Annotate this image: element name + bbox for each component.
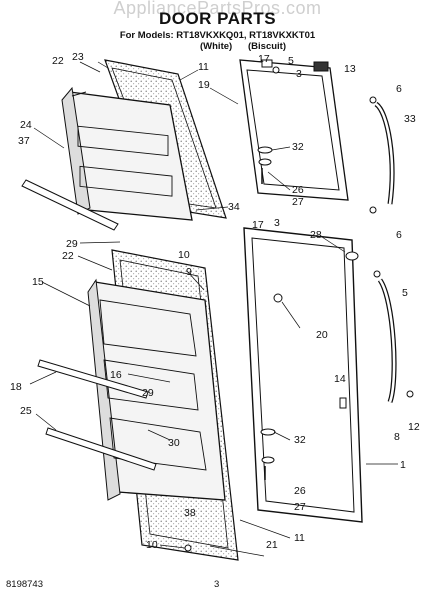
- callout-5a: 5: [288, 55, 294, 67]
- callout-11a: 11: [198, 61, 209, 73]
- callout-16: 16: [110, 369, 122, 381]
- models-line: For Models: RT18VKXKQ01, RT18VKXKT01: [119, 30, 316, 41]
- callout-labels: 22 23 11 17 5 3 13 19 6 24 37 32 33 26 2…: [10, 51, 420, 557]
- lower-hinge-parts: [184, 251, 359, 552]
- callout-29b: 29: [142, 387, 154, 399]
- callout-26a: 26: [292, 184, 304, 196]
- callout-27b: 27: [294, 501, 306, 513]
- callout-23: 23: [72, 51, 84, 63]
- callout-3a: 3: [296, 68, 302, 80]
- callout-12: 12: [408, 421, 420, 433]
- callout-32b: 32: [294, 434, 306, 446]
- callout-9: 9: [186, 266, 192, 278]
- callout-26b: 26: [294, 485, 306, 497]
- lower-door-panel: [243, 227, 363, 523]
- upper-door-liner: [61, 86, 193, 221]
- callout-6a: 6: [396, 83, 402, 95]
- upper-door-rail: [21, 179, 119, 231]
- callout-1: 1: [400, 459, 406, 471]
- callout-33: 33: [404, 113, 416, 125]
- callout-18: 18: [10, 381, 22, 393]
- variant-biscuit: (Biscuit): [248, 41, 286, 52]
- callout-22b: 22: [62, 250, 74, 262]
- callout-21: 21: [266, 539, 278, 551]
- callout-38: 38: [184, 507, 196, 519]
- callout-3b: 3: [274, 217, 280, 229]
- callout-29a: 29: [66, 238, 78, 250]
- callout-15: 15: [32, 276, 44, 288]
- callout-8: 8: [394, 431, 400, 443]
- watermark-text: AppliancePartsPros.com: [113, 0, 322, 18]
- callout-22a: 22: [52, 55, 64, 67]
- callout-13: 13: [344, 63, 356, 75]
- callout-34: 34: [228, 201, 240, 213]
- upper-handle: [369, 96, 395, 214]
- callout-19: 19: [198, 79, 210, 91]
- callout-17b: 17: [252, 219, 264, 231]
- callout-32a: 32: [292, 141, 304, 153]
- callout-27a: 27: [292, 196, 304, 208]
- callout-28: 28: [310, 229, 322, 241]
- lower-door-liner: [87, 278, 226, 501]
- callout-25: 25: [20, 405, 32, 417]
- lower-door-rails: [37, 359, 157, 471]
- doc-number: 8198743: [6, 579, 43, 590]
- callout-11b: 11: [294, 532, 305, 544]
- callout-6b: 6: [396, 229, 402, 241]
- callout-10b: 10: [146, 539, 158, 551]
- callout-37: 37: [18, 135, 30, 147]
- callout-17a: 17: [258, 53, 270, 65]
- lower-handle: [373, 270, 414, 403]
- callout-20: 20: [316, 329, 328, 341]
- page-number: 3: [214, 579, 220, 590]
- callout-24: 24: [20, 119, 32, 131]
- upper-hinge-parts: [257, 59, 329, 184]
- callout-30: 30: [168, 437, 180, 449]
- upper-door-panel: [239, 59, 349, 201]
- callout-14: 14: [334, 373, 346, 385]
- page-title: DOOR PARTS: [158, 9, 277, 28]
- callout-10a: 10: [178, 249, 190, 261]
- callout-5b: 5: [402, 287, 408, 299]
- variant-white: (White): [200, 41, 233, 52]
